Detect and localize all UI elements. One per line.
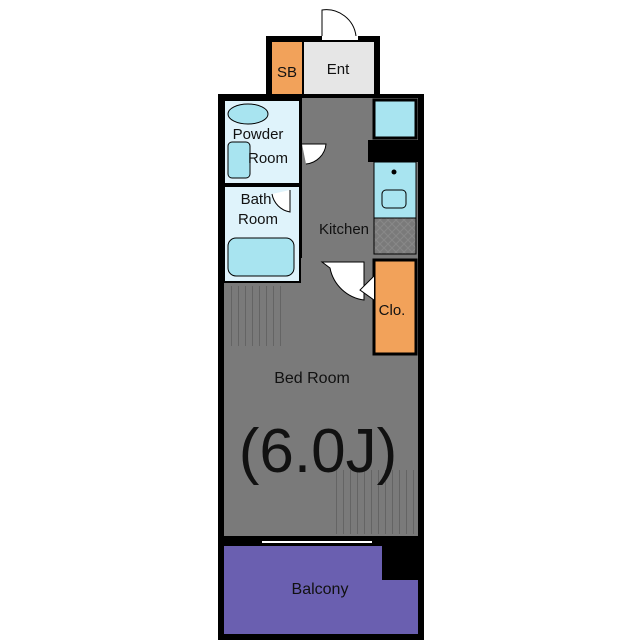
bed-room-hatch-bottom bbox=[330, 470, 416, 534]
kitchen-counter-black bbox=[368, 140, 418, 162]
sb-label: SB bbox=[277, 64, 297, 81]
bath-room-label-line2: Room bbox=[238, 211, 278, 228]
balcony-corner-block bbox=[382, 540, 424, 580]
closet bbox=[372, 258, 418, 356]
bed-room-hatch-left bbox=[226, 286, 286, 346]
entrance-door bbox=[321, 9, 357, 37]
bathtub-fixture bbox=[227, 237, 295, 277]
stove-top bbox=[373, 217, 417, 255]
bath-room-door bbox=[271, 190, 291, 213]
closet-door-mark bbox=[359, 275, 375, 301]
balcony-label: Balcony bbox=[292, 581, 349, 598]
shoe-box bbox=[272, 42, 302, 94]
powder-room-label-line2: Room bbox=[248, 150, 288, 167]
bed-room-door bbox=[320, 261, 365, 301]
powder-room-label-line1: Powder bbox=[233, 126, 284, 143]
bath-room-label-line1: Bath bbox=[241, 191, 272, 208]
faucet bbox=[391, 169, 397, 175]
entrance-label: Ent bbox=[327, 61, 350, 78]
sink-basin bbox=[381, 189, 407, 209]
closet-label: Clo. bbox=[379, 302, 406, 319]
washbasin-fixture bbox=[227, 141, 251, 179]
kitchen-label: Kitchen bbox=[319, 221, 369, 238]
entrance-floor bbox=[304, 42, 374, 94]
bed-room-size-label: (6.0J) bbox=[239, 417, 397, 486]
bed-room-label: Bed Room bbox=[274, 370, 350, 387]
fridge-space bbox=[372, 98, 418, 140]
toilet-fixture bbox=[227, 103, 269, 125]
powder-room-door bbox=[302, 143, 327, 165]
